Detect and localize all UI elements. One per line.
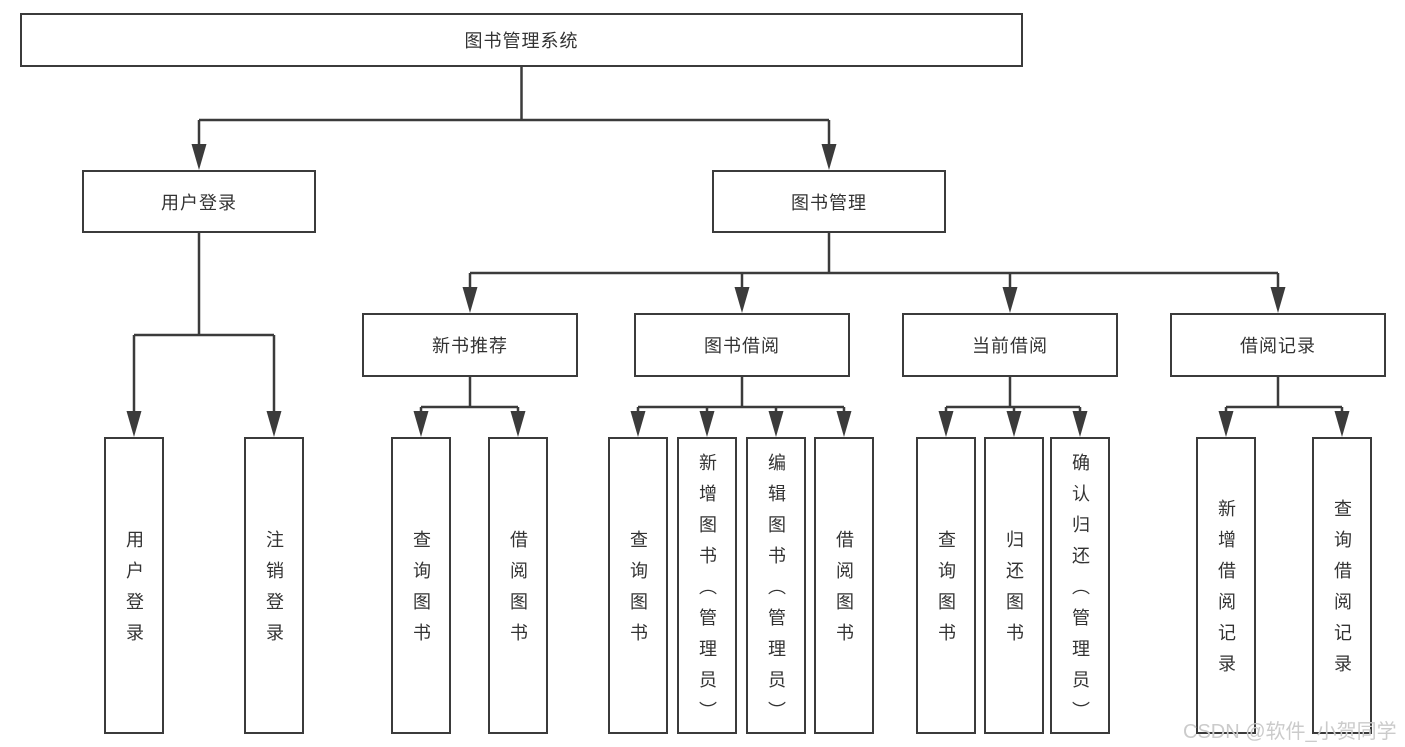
node-label: 编辑图书（管理员） <box>766 452 786 732</box>
leaf-edit-books-admin: 编辑图书（管理员） <box>746 437 806 734</box>
node-borrowing-records: 借阅记录 <box>1170 313 1386 377</box>
arrowheads <box>126 144 1350 437</box>
node-book-management: 图书管理 <box>712 170 946 233</box>
leaf-user-login: 用户登录 <box>104 437 164 734</box>
node-library-system: 图书管理系统 <box>20 13 1023 67</box>
node-label: 注销登录 <box>264 530 284 654</box>
node-current-borrowing: 当前借阅 <box>902 313 1118 377</box>
node-label: 查询借阅记录 <box>1332 499 1352 685</box>
leaf-recommend-borrow-books: 借阅图书 <box>488 437 548 734</box>
node-book-borrowing: 图书借阅 <box>634 313 850 377</box>
csdn-watermark: CSDN @软件_小贺同学 <box>1183 721 1397 743</box>
node-label: 图书管理系统 <box>464 31 579 51</box>
leaf-borrowing-borrow-books: 借阅图书 <box>814 437 874 734</box>
node-label: 新增图书（管理员） <box>697 452 717 732</box>
leaf-recommend-query-books: 查询图书 <box>391 437 451 734</box>
node-label: 借阅图书 <box>508 530 528 654</box>
node-user-login: 用户登录 <box>82 170 316 233</box>
node-label: 查询图书 <box>628 530 648 654</box>
leaf-logout: 注销登录 <box>244 437 304 734</box>
leaf-query-borrow-record: 查询借阅记录 <box>1312 437 1372 734</box>
leaf-borrowing-query-books: 查询图书 <box>608 437 668 734</box>
node-label: 新书推荐 <box>432 336 508 356</box>
leaf-return-books: 归还图书 <box>984 437 1044 734</box>
node-new-book-recommend: 新书推荐 <box>362 313 578 377</box>
leaf-current-query-books: 查询图书 <box>916 437 976 734</box>
node-label: 当前借阅 <box>972 336 1048 356</box>
leaf-confirm-return-admin: 确认归还（管理员） <box>1050 437 1110 734</box>
node-label: 确认归还（管理员） <box>1070 452 1090 732</box>
node-label: 图书管理 <box>791 192 867 213</box>
node-label: 归还图书 <box>1004 530 1024 654</box>
node-label: 查询图书 <box>936 530 956 654</box>
node-label: 查询图书 <box>411 530 431 654</box>
leaf-add-books-admin: 新增图书（管理员） <box>677 437 737 734</box>
node-label: 新增借阅记录 <box>1216 499 1236 685</box>
node-label: 用户登录 <box>161 192 237 213</box>
node-label: 借阅记录 <box>1240 336 1316 356</box>
leaf-add-borrow-record: 新增借阅记录 <box>1196 437 1256 734</box>
node-label: 借阅图书 <box>834 530 854 654</box>
node-label: 图书借阅 <box>704 336 780 356</box>
node-label: 用户登录 <box>124 530 144 654</box>
